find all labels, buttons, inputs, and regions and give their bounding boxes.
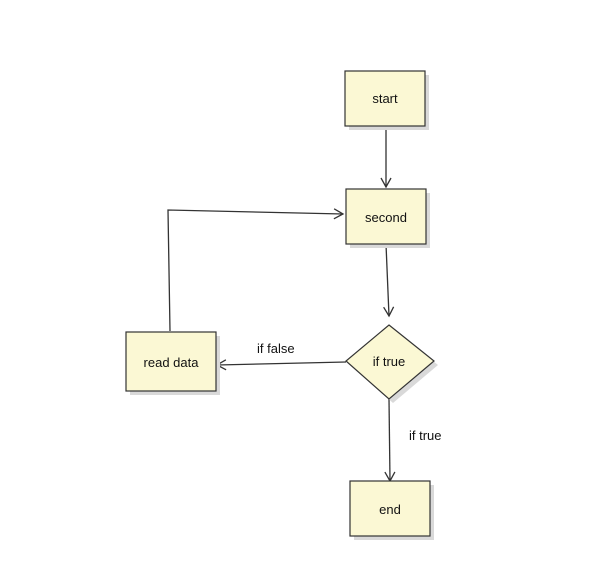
node-label-start: start [372,91,398,106]
node-label-second: second [365,210,407,225]
node-label-decision: if true [373,354,406,369]
edge-read-data-to-second [167,208,345,332]
node-read-data: read data [125,331,220,395]
node-decision: if true [345,324,438,403]
node-start: start [344,70,429,130]
edge-label-if-true: if true [409,428,442,443]
node-label-read-data: read data [144,355,200,370]
edge-decision-to-end: if true [384,398,442,483]
node-second: second [345,188,430,248]
edge-decision-to-read-data: if false [215,341,347,371]
node-end: end [349,480,434,540]
node-label-end: end [379,502,401,517]
edge-label-if-false: if false [257,341,295,356]
edge-second-to-decision [383,243,395,318]
